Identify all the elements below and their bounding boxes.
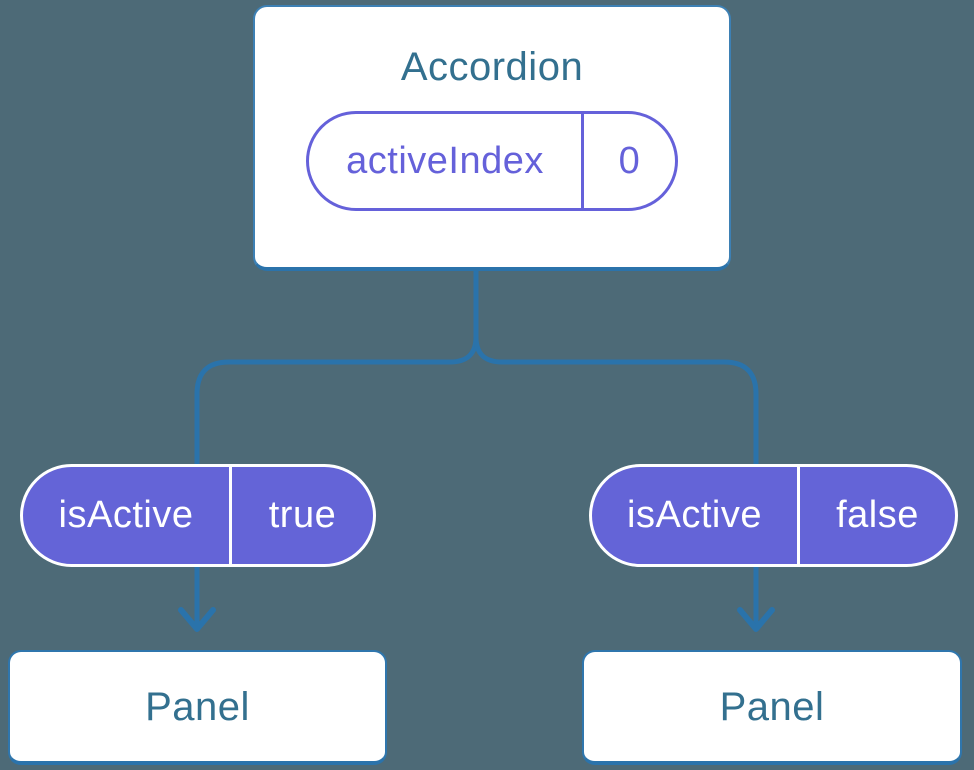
prop-value: true <box>229 467 373 564</box>
arrow-down-icon <box>737 607 775 632</box>
prop-pill-isactive-true: isActive true <box>20 464 376 567</box>
prop-pill-isactive-false: isActive false <box>589 464 958 567</box>
connector-branch-right <box>473 260 759 625</box>
connector-branch-left <box>194 260 479 625</box>
state-value: 0 <box>581 114 675 208</box>
accordion-node: Accordion activeIndex 0 <box>253 5 731 271</box>
prop-name: isActive <box>58 494 194 536</box>
prop-name: isActive <box>627 494 762 536</box>
prop-value: false <box>797 467 955 564</box>
panel-node-title: Panel <box>719 684 825 729</box>
arrow-down-icon <box>178 607 216 632</box>
panel-node-right: Panel <box>582 650 962 765</box>
accordion-node-title: Accordion <box>400 45 584 89</box>
panel-node-title: Panel <box>145 684 250 729</box>
state-pill: activeIndex 0 <box>306 111 678 211</box>
state-name: activeIndex <box>346 139 544 182</box>
panel-node-left: Panel <box>8 650 387 765</box>
